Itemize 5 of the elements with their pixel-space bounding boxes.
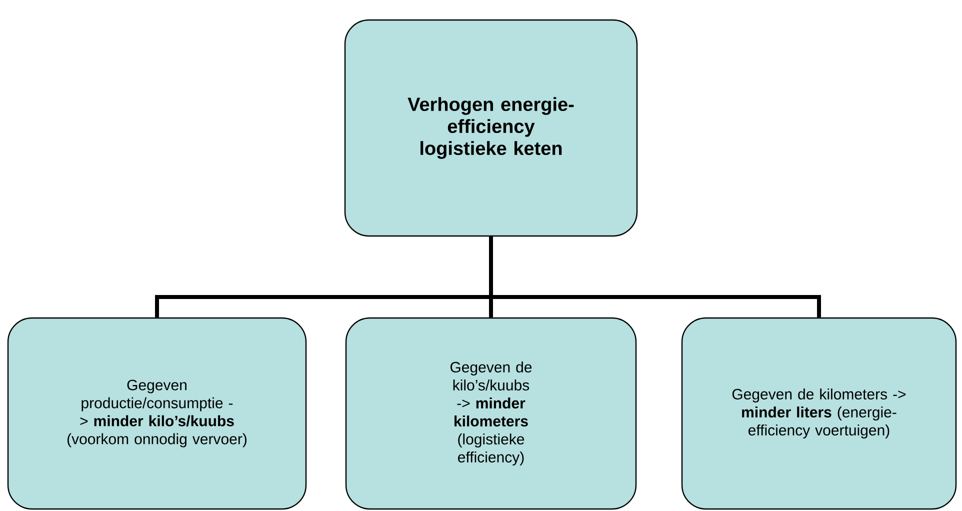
strategy-box: Gegeven de kilometers -> minder liters (energie-efficiency voertuigen) — [681, 317, 957, 510]
strategy-box: Gegeven productie/consumptie -> minder kilo’s/kuubs (voorkom onnodig vervoer) — [7, 317, 307, 510]
connector-line — [489, 236, 821, 318]
strategy-box: Gegeven de kilo’s/kuubs -> minder kilometers (logistieke efficiency) — [345, 317, 637, 510]
goal-box: Verhogen energie-efficiency logistieke keten — [344, 19, 638, 237]
